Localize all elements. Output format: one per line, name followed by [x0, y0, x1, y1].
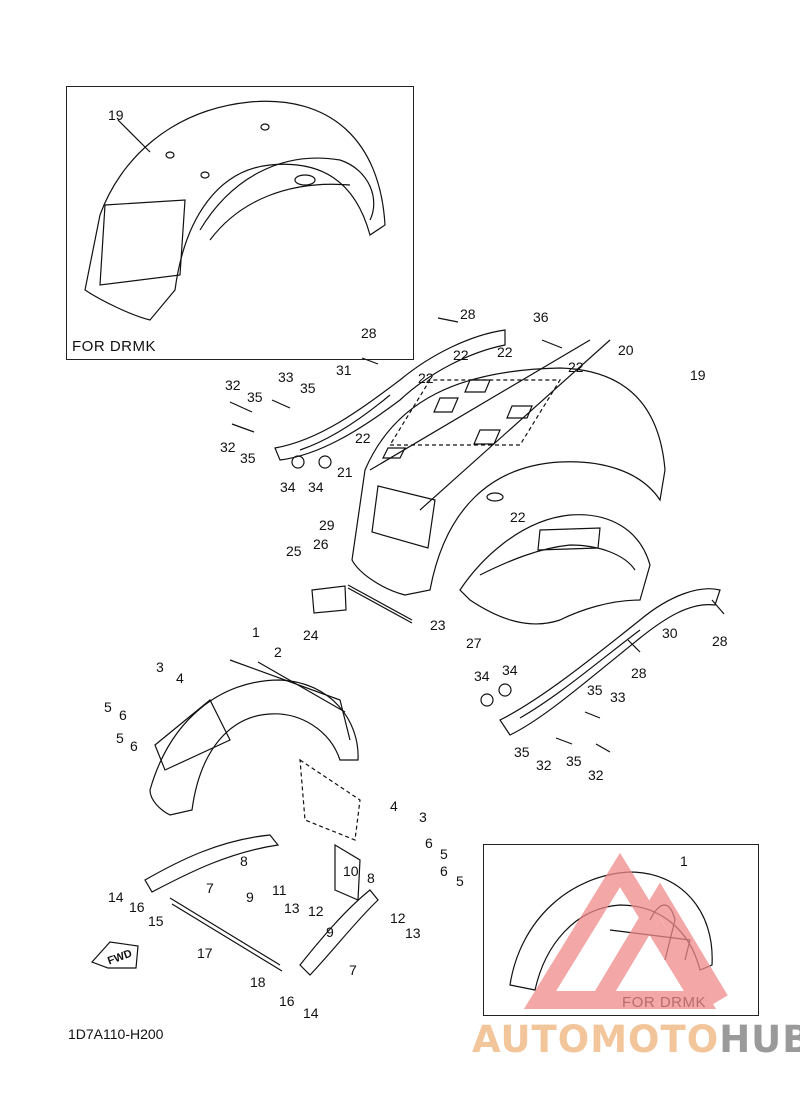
callout-label: 19: [108, 107, 124, 123]
callout-label: 12: [390, 910, 406, 926]
callout-label: 33: [278, 369, 294, 385]
callout-label: 28: [361, 325, 377, 341]
callout-label: 27: [466, 635, 482, 651]
inset-rear-fender-drawing: [84, 100, 386, 321]
callout-label: 29: [319, 517, 335, 533]
callout-label: 22: [510, 509, 526, 525]
callout-label: 12: [308, 903, 324, 919]
callout-label: 14: [303, 1005, 319, 1021]
diagram-code: 1D7A110-H200: [68, 1026, 164, 1042]
callout-label: 32: [225, 377, 241, 393]
callout-label: 17: [197, 945, 213, 961]
watermark-part1: AUTOMOTO: [472, 1018, 720, 1061]
callout-label: 34: [308, 479, 324, 495]
callout-label: 22: [453, 347, 469, 363]
callout-label: 36: [533, 309, 549, 325]
callout-label: 34: [502, 662, 518, 678]
callout-label: 25: [286, 543, 302, 559]
callout-label: 23: [430, 617, 446, 633]
callout-label: 5: [440, 846, 448, 862]
watermark-logo: [523, 852, 728, 1009]
callout-label: 9: [246, 889, 254, 905]
callout-label: 6: [440, 863, 448, 879]
callout-label: 33: [610, 689, 626, 705]
callout-label: 32: [220, 439, 236, 455]
callout-label: 5: [116, 730, 124, 746]
callout-label: 30: [662, 625, 678, 641]
callout-label: 35: [247, 389, 263, 405]
callout-label: 20: [618, 342, 634, 358]
callout-label: 28: [631, 665, 647, 681]
callout-label: 21: [337, 464, 353, 480]
callout-label: 26: [313, 536, 329, 552]
callout-label: 19: [690, 367, 706, 383]
callout-label: 4: [176, 670, 184, 686]
callout-label: 11: [272, 882, 287, 898]
inset-top-label: FOR DRMK: [72, 338, 156, 355]
callout-label: 2: [274, 644, 282, 660]
callout-label: 5: [104, 699, 112, 715]
callout-label: 7: [349, 962, 357, 978]
callout-label: 32: [588, 767, 604, 783]
callout-labels: 19 1 28 28 36 20 19 22 22 22 22 22 22 31…: [104, 107, 728, 1021]
callout-label: 22: [418, 370, 434, 386]
callout-label: 6: [130, 738, 138, 754]
callout-label: 3: [156, 659, 164, 675]
callout-label: 5: [456, 873, 464, 889]
callout-label: 34: [280, 479, 296, 495]
callout-label: 28: [460, 306, 476, 322]
callout-label: 1: [680, 853, 688, 869]
fwd-label: FWD: [106, 948, 134, 968]
callout-label: 28: [712, 633, 728, 649]
watermark-part2: HUB: [719, 1018, 800, 1061]
callout-label: 8: [240, 853, 248, 869]
callout-label: 24: [303, 627, 319, 643]
callout-label: 16: [129, 899, 145, 915]
callout-label: 16: [279, 993, 295, 1009]
callout-label: 9: [326, 924, 334, 940]
callout-label: 35: [240, 450, 256, 466]
callout-label: 35: [300, 380, 316, 396]
callout-label: 31: [336, 362, 352, 378]
callout-label: 35: [566, 753, 582, 769]
inset-drmk-rear-fender: [66, 86, 414, 360]
callout-label: 6: [425, 835, 433, 851]
callout-label: 22: [497, 344, 513, 360]
callout-label: 6: [119, 707, 127, 723]
callout-label: 13: [405, 925, 421, 941]
callout-label: 22: [568, 359, 584, 375]
callout-label: 4: [390, 798, 398, 814]
callout-label: 35: [587, 682, 603, 698]
callout-label: 8: [367, 870, 375, 886]
callout-label: 1: [252, 624, 260, 640]
callout-label: 10: [343, 863, 359, 879]
callout-label: 18: [250, 974, 266, 990]
callout-label: 7: [206, 880, 214, 896]
callout-label: 13: [284, 900, 300, 916]
callout-label: 15: [148, 913, 164, 929]
callout-label: 3: [419, 809, 427, 825]
callout-label: 35: [514, 744, 530, 760]
callout-label: 32: [536, 757, 552, 773]
callout-label: 22: [355, 430, 371, 446]
callout-label: 34: [474, 668, 490, 684]
watermark-text: AUTOMOTOHUB: [472, 1018, 800, 1061]
callout-label: 14: [108, 889, 124, 905]
rear-fender-drawing: [229, 317, 725, 753]
front-fender-drawing: [90, 659, 379, 976]
